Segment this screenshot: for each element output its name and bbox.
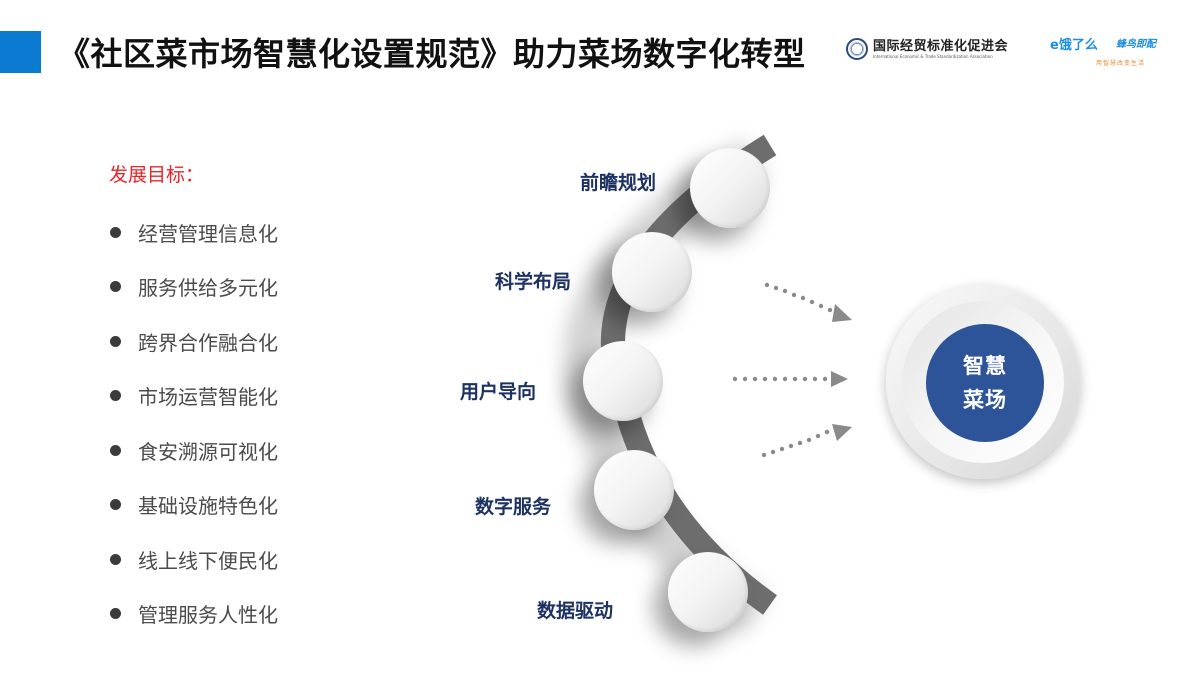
step-label-5: 数据驱动	[537, 600, 614, 622]
eleme-logo: e饿了么	[1050, 38, 1098, 53]
goal-item: 管理服务人性化	[110, 587, 278, 642]
step-label-3: 用户导向	[460, 381, 537, 403]
bullet-icon	[110, 281, 121, 293]
step-label-1: 前瞻规划	[580, 172, 657, 194]
center-text-line1: 智慧	[963, 354, 1007, 378]
globe-icon	[846, 38, 868, 60]
step-node-4	[594, 450, 674, 530]
goals-list: 经营管理信息化 服务供给多元化 跨界合作融合化 市场运营智能化 食安溯源可视化 …	[110, 205, 278, 641]
goal-item: 食安溯源可视化	[110, 423, 278, 478]
goal-item: 跨界合作融合化	[110, 314, 278, 369]
bullet-icon	[110, 335, 121, 347]
arrow-lower-icon	[761, 424, 852, 458]
bullet-icon	[110, 499, 121, 511]
goal-label: 市场运营智能化	[138, 385, 278, 410]
arrow-middle-icon	[732, 371, 848, 387]
goal-label: 服务供给多元化	[138, 276, 278, 301]
goal-item: 经营管理信息化	[110, 205, 278, 260]
step-node-3	[583, 341, 663, 421]
ietsa-logo: 国际经贸标准化促进会 International Economic & Trad…	[846, 38, 1008, 60]
goal-label: 线上线下便民化	[138, 548, 278, 573]
goals-heading: 发展目标：	[109, 164, 205, 186]
arrow-upper-icon	[764, 282, 852, 322]
bullet-icon	[110, 390, 121, 402]
fengniao-logo: 蜂鸟即配	[1116, 39, 1156, 50]
goal-label: 食安溯源可视化	[138, 439, 278, 464]
ietsa-name-cn: 国际经贸标准化促进会	[873, 39, 1009, 54]
step-node-5	[668, 552, 748, 632]
goal-label: 管理服务人性化	[138, 603, 278, 628]
goal-label: 基础设施特色化	[138, 494, 278, 519]
step-label-4: 数字服务	[475, 496, 552, 518]
center-text-line2: 菜场	[963, 388, 1007, 412]
step-node-1	[690, 148, 770, 228]
bullet-icon	[110, 226, 121, 238]
goal-item: 服务供给多元化	[110, 260, 278, 315]
goal-label: 经营管理信息化	[138, 221, 278, 246]
goal-label: 跨界合作融合化	[138, 330, 278, 355]
goal-item: 线上线下便民化	[110, 532, 278, 587]
logo-slogan: 用智慧改变生活	[1096, 60, 1146, 67]
goal-item: 市场运营智能化	[110, 369, 278, 424]
page-title: 《社区菜市场智慧化设置规范》助力菜场数字化转型	[58, 35, 806, 73]
bullet-icon	[110, 553, 121, 565]
ietsa-name-en: International Economic & Trade Standardi…	[873, 54, 993, 59]
smart-market-hub: 智慧 菜场	[926, 324, 1044, 442]
step-node-2	[612, 232, 692, 312]
partner-logos: 国际经贸标准化促进会 International Economic & Trad…	[846, 32, 1186, 72]
title-accent-bar	[0, 31, 41, 73]
step-label-2: 科学布局	[495, 271, 572, 293]
bullet-icon	[110, 608, 121, 620]
goal-item: 基础设施特色化	[110, 478, 278, 533]
bullet-icon	[110, 444, 121, 456]
